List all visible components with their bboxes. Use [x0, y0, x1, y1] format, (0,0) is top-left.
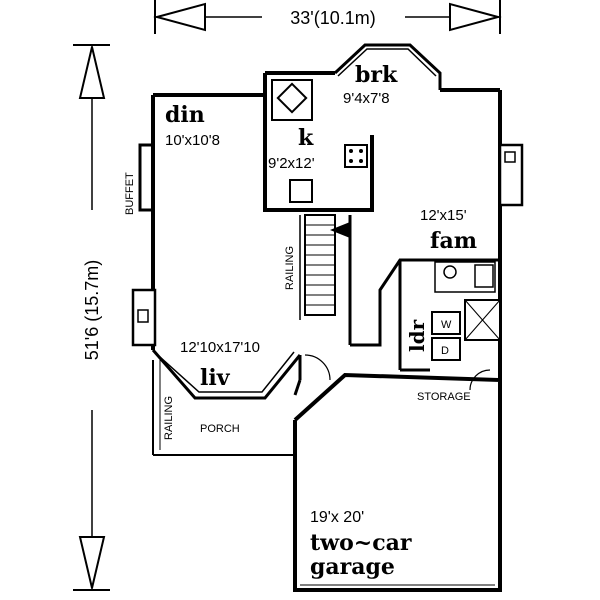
interior-walls: [299, 214, 501, 391]
room-size-family: 12'x15': [420, 207, 467, 224]
room-name-dining: din: [165, 102, 205, 128]
room-size-breakfast: 9'4x7'8: [343, 90, 390, 107]
room-name-family: fam: [430, 228, 477, 254]
width-dimension: 33'(10.1m): [153, 0, 502, 34]
range: [344, 144, 368, 168]
room-name-laundry: ldr: [405, 319, 429, 352]
arrow-left-icon: [153, 2, 206, 32]
arrow-right-icon: [449, 2, 502, 32]
washer: [431, 311, 461, 335]
room-size-kitchen: 9'2x12': [268, 155, 315, 172]
railing-porch-label: RAILING: [163, 396, 175, 440]
exterior-walls: [131, 43, 524, 592]
room-name-kitchen: k: [298, 125, 314, 151]
room-size-dining: 10'x10'8: [165, 132, 220, 149]
buffet-label: BUFFET: [124, 172, 136, 215]
washer-label: W: [441, 319, 452, 331]
room-size-garage: 19'x 20': [310, 509, 364, 526]
dryer-label: D: [441, 345, 449, 357]
depth-label: 51'6 (15.7m): [82, 260, 102, 361]
room-size-living: 12'10x17'10: [180, 339, 260, 356]
room-name-garage-line1: two~car: [310, 530, 412, 556]
kitchen-fixtures: [271, 79, 368, 203]
arrow-up-icon: [78, 46, 106, 99]
room-name-breakfast: brk: [355, 62, 398, 88]
width-label: 33'(10.1m): [290, 8, 375, 28]
porch-label: PORCH: [200, 423, 240, 435]
storage-label: STORAGE: [417, 391, 471, 403]
room-name-living: liv: [200, 365, 231, 391]
railing-stair-label: RAILING: [284, 246, 296, 290]
depth-dimension: 51'6 (15.7m): [73, 44, 110, 591]
dryer: [431, 337, 461, 361]
room-name-garage-line2: garage: [310, 554, 395, 580]
sink: [289, 179, 313, 203]
arrow-down-icon: [78, 536, 106, 589]
labels: brk 9'4x7'8 din 10'x10'8 k 9'2x12' 12'x1…: [124, 62, 477, 580]
